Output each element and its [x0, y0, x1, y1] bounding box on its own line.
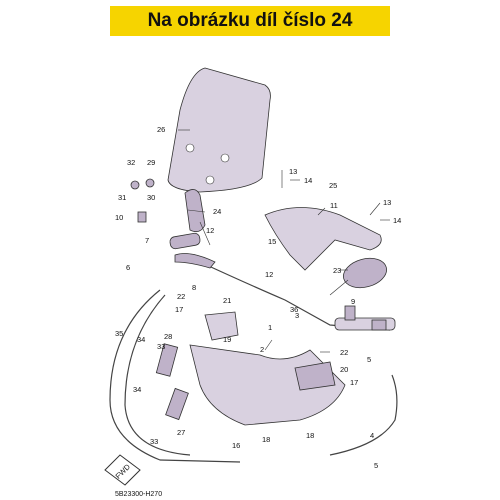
callout-12b: 12: [265, 270, 273, 279]
callout-18b: 18: [306, 431, 314, 440]
callout-29: 29: [147, 158, 155, 167]
callout-15: 15: [268, 237, 276, 246]
callout-20: 20: [340, 365, 348, 374]
callout-13b: 13: [383, 198, 391, 207]
callout-31: 31: [118, 193, 126, 202]
lever-part: [174, 253, 216, 269]
callout-7: 7: [145, 236, 149, 245]
callout-34b: 34: [133, 385, 141, 394]
callout-2: 2: [260, 345, 264, 354]
callout-26: 26: [157, 125, 165, 134]
callout-22a: 22: [177, 292, 185, 301]
callout-33b: 33: [150, 437, 158, 446]
callout-17a: 17: [175, 305, 183, 314]
throttle-grip-part: [169, 232, 201, 250]
diagram-code: 5B23300-H270: [115, 491, 162, 498]
callout-30: 30: [147, 193, 155, 202]
callout-10: 10: [115, 213, 123, 222]
callout-27: 27: [177, 428, 185, 437]
callout-21: 21: [223, 296, 231, 305]
bracket-part: [204, 311, 239, 341]
header-title: Na obrázku díl číslo 24: [147, 10, 353, 31]
leader-lines: [178, 129, 390, 353]
callout-12a: 12: [206, 226, 214, 235]
callout-8: 8: [192, 283, 196, 292]
right-mirror-part: [329, 257, 387, 296]
header-banner: Na obrázku díl číslo 24: [110, 6, 390, 36]
callout-13a: 13: [289, 167, 297, 176]
callout-32: 32: [127, 158, 135, 167]
callout-34a: 34: [137, 335, 145, 344]
callout-17b: 17: [350, 378, 358, 387]
callout-23: 23: [333, 266, 341, 275]
upper-cover-part: [264, 207, 382, 271]
callout-5b: 5: [374, 461, 378, 470]
callout-19: 19: [223, 335, 231, 344]
callout-18a: 18: [262, 435, 270, 444]
fwd-arrow: FWD: [104, 454, 141, 486]
fwd-label: FWD: [114, 462, 133, 481]
callout-labels: 1 2 3 4 5 5 6 7 8 9 10 11 12 12 13 13 14…: [115, 125, 401, 470]
callout-33a: 33: [157, 342, 165, 351]
callout-11: 11: [330, 201, 338, 210]
callout-4: 4: [370, 431, 374, 440]
windshield-part: [167, 67, 271, 193]
callout-28: 28: [164, 332, 172, 341]
callout-25: 25: [329, 181, 337, 190]
callout-22b: 22: [340, 348, 348, 357]
callout-14b: 14: [393, 216, 401, 225]
lower-cover-part: [189, 344, 346, 426]
hardware-parts: [130, 178, 387, 421]
callout-16: 16: [232, 441, 240, 450]
callout-35: 35: [115, 329, 123, 338]
callout-1: 1: [268, 323, 272, 332]
callout-9: 9: [351, 297, 355, 306]
cables: [109, 289, 398, 463]
callout-24: 24: [213, 207, 221, 216]
callout-14a: 14: [304, 176, 312, 185]
small-cover-part: [294, 361, 336, 391]
callout-3: 3: [295, 311, 299, 320]
callout-36: 36: [290, 305, 298, 314]
callout-6: 6: [126, 263, 130, 272]
callout-5a: 5: [367, 355, 371, 364]
